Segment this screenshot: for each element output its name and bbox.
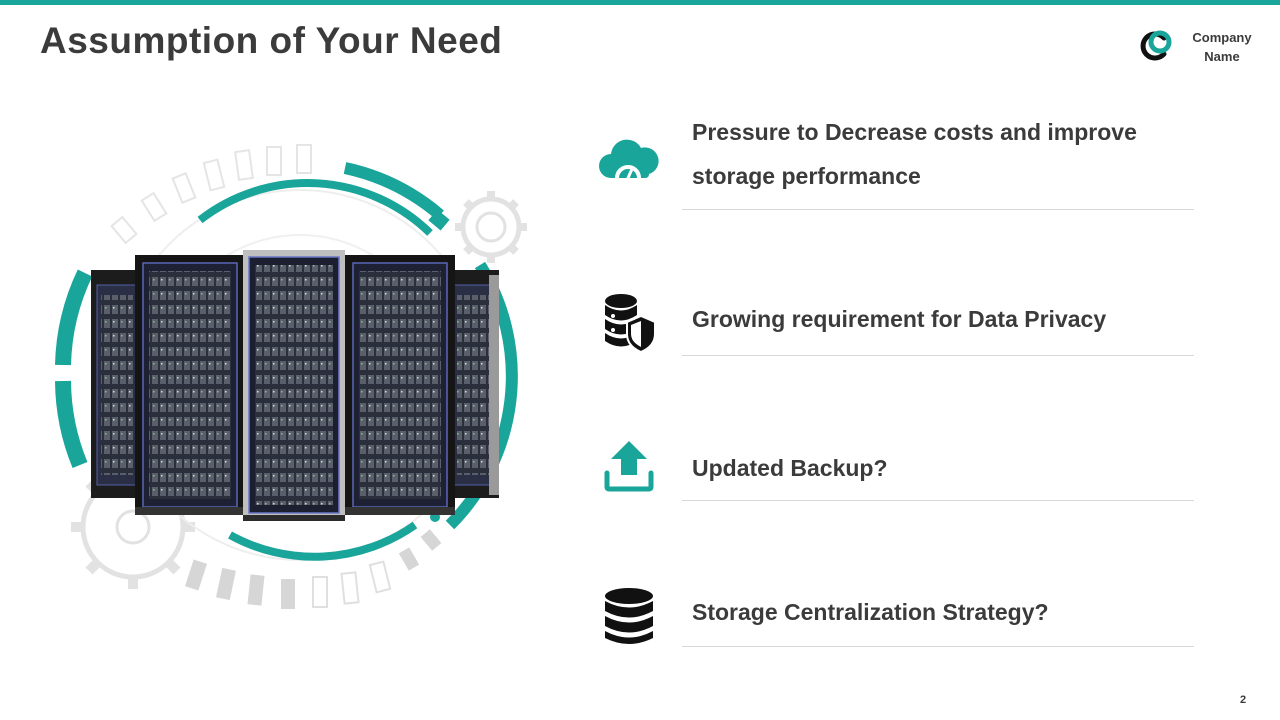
company-name: Company Name [1182,28,1262,66]
divider [682,355,1194,356]
page-number: 2 [1240,694,1247,706]
upload-icon [604,441,654,492]
server-rack-right [345,255,455,515]
server-illustration [55,144,527,609]
server-rack-center [243,250,345,521]
list-item-cost-pressure: Pressure to Decrease costs and improve s… [585,110,1195,210]
list-item-centralization: Storage Centralization Strategy? [585,586,1195,648]
slide-title: Assumption of Your Need [40,20,503,61]
gear-top-right [460,196,522,258]
list-item-label: Growing requirement for Data Privacy [692,306,1107,332]
company-logo-icon [1140,30,1172,61]
company-name-line1: Company [1192,30,1252,45]
company-name-line2: Name [1204,49,1240,64]
list-item-label: Pressure to Decrease costs and improve s… [692,110,1137,198]
server-rack-far-right [447,270,499,498]
divider [682,500,1194,501]
divider [682,209,1194,210]
database-icon [605,588,653,644]
label-line-1: Pressure to Decrease costs and improve [692,119,1137,145]
list-item-data-privacy: Growing requirement for Data Privacy [585,290,1195,356]
cloud-gauge-icon [599,139,659,180]
divider [682,646,1194,647]
server-rack-far-left [91,270,143,498]
list-item-label: Updated Backup? [692,455,888,481]
list-item-backup: Updated Backup? [585,437,1195,501]
list-item-label: Storage Centralization Strategy? [692,599,1049,625]
server-rack-left [135,255,245,515]
company-logo: Company Name [1138,24,1262,72]
top-accent-bar [0,0,1280,5]
database-shield-icon [605,294,656,354]
label-line-2: storage performance [692,163,921,189]
